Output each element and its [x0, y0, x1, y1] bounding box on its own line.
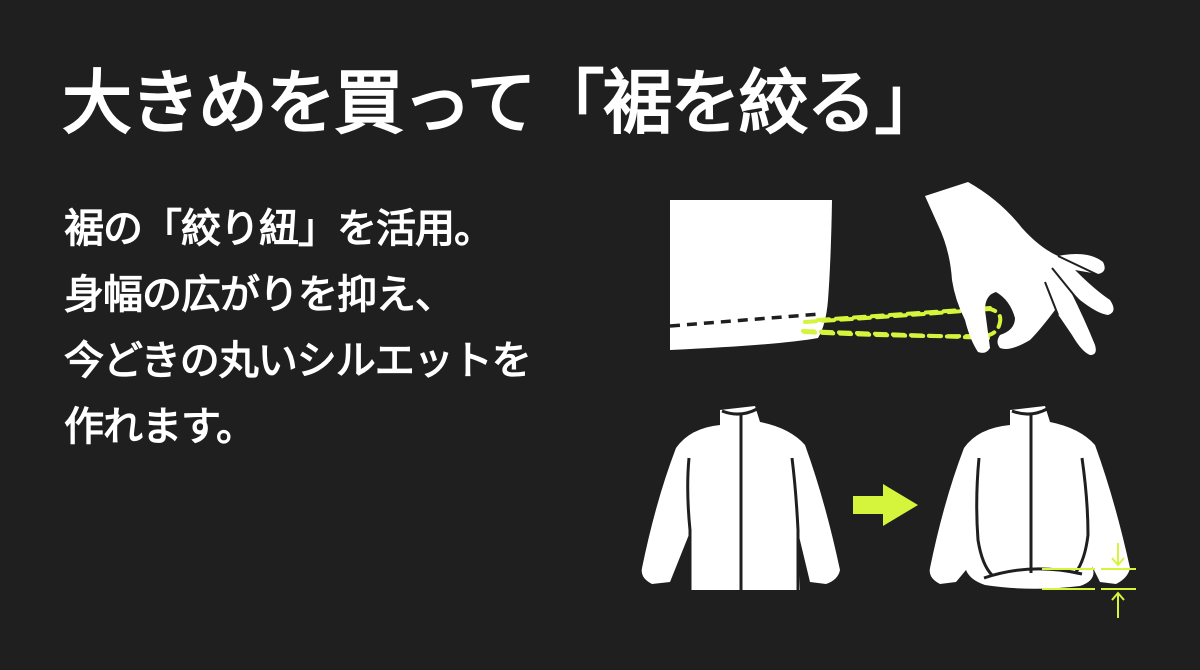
- hand-pulling-drawstring-icon: [669, 182, 1114, 355]
- body-line-3: 今どきの丸いシルエットを: [64, 338, 532, 384]
- jacket-cinched-hem-icon: [929, 406, 1130, 589]
- hem-height-arrows-icon: [1042, 543, 1136, 618]
- arrow-right-icon: [853, 484, 918, 526]
- jacket-straight-hem-icon: [641, 406, 840, 590]
- body-line-4: 作れます。: [64, 404, 256, 450]
- slide-body: 裾の「絞り紐」を活用。 身幅の広がりを抑え、 今どきの丸いシルエットを 作れます…: [64, 196, 532, 460]
- slide-title: 大きめを買って「裾を絞る」: [62, 62, 944, 144]
- body-line-1: 裾の「絞り紐」を活用。: [64, 206, 494, 252]
- body-line-2: 身幅の広がりを抑え、: [64, 272, 455, 318]
